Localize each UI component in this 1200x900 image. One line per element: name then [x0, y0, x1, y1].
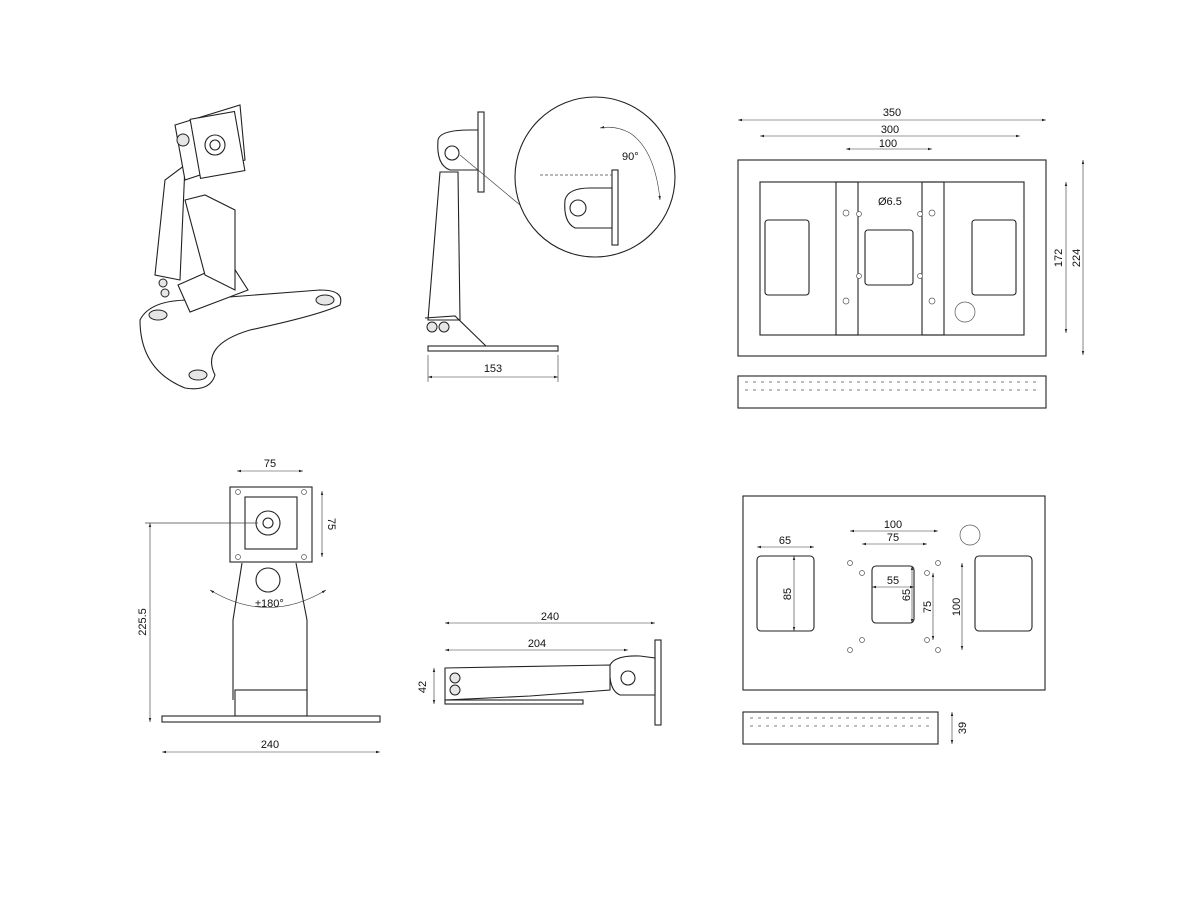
dim-75-h: 75: [264, 458, 276, 470]
dim-75-v: 75: [325, 518, 337, 530]
side-view: 153 90°: [424, 96, 676, 382]
dim-224: 224: [1071, 249, 1083, 267]
dim-75-v: 75: [922, 601, 934, 613]
dim-100-h: 100: [884, 519, 902, 531]
hole-diameter: Ø6.5: [878, 196, 902, 208]
wall-plate-front-view: 350 300 100 Ø6.5 172 224: [737, 107, 1085, 409]
arm-side-view: 240 204 42: [417, 611, 662, 726]
isometric-stand-view: [139, 104, 342, 390]
dim-240-base: 240: [261, 739, 279, 751]
dim-300: 300: [881, 124, 899, 136]
rotation-90: 90°: [622, 151, 639, 163]
dim-55: 55: [887, 575, 899, 587]
swivel-180: ±180°: [255, 598, 284, 610]
stand-front-view: ±180° 75 75 225.5 240: [137, 458, 381, 754]
dim-75-h: 75: [887, 532, 899, 544]
dim-172: 172: [1053, 249, 1065, 267]
dim-100: 100: [879, 138, 897, 150]
dim-153: 153: [484, 363, 502, 375]
dim-42: 42: [417, 681, 429, 693]
dim-65-center: 65: [901, 589, 913, 601]
dim-100-v: 100: [951, 598, 963, 616]
dim-225-5: 225.5: [137, 608, 149, 636]
wall-plate-back-view: 65 85 100 75 55 65 75 100 39: [742, 495, 1046, 745]
dim-204: 204: [528, 638, 546, 650]
dim-85: 85: [782, 588, 794, 600]
dim-350: 350: [883, 107, 901, 119]
dim-39: 39: [957, 722, 969, 734]
dim-65-cutout: 65: [779, 535, 791, 547]
dim-240-arm: 240: [541, 611, 559, 623]
